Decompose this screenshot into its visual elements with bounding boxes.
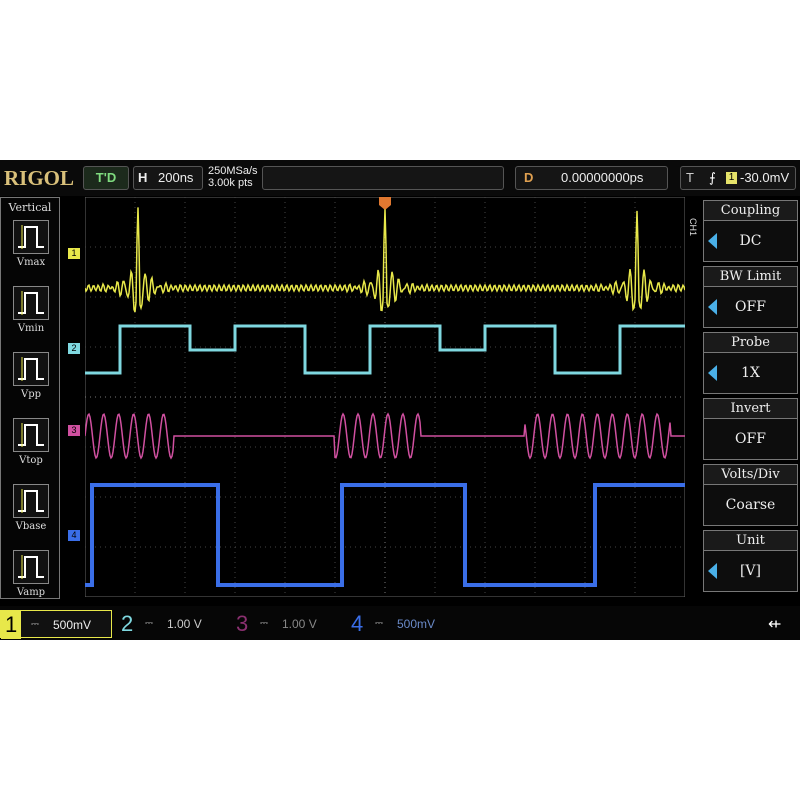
pulse-icon: [18, 291, 44, 315]
dc-coupling-icon: ⎓: [145, 618, 153, 629]
pulse-icon: [18, 555, 44, 579]
horizontal-key: H: [138, 170, 148, 185]
measure-label: Vmin: [17, 323, 45, 334]
measure-label: Vpp: [20, 389, 42, 400]
menu-item-value: 1X: [741, 365, 760, 381]
channel-status-bar: 1 ⎓ 500mV 2 ⎓ 1.00 V 3 ⎓ 1.00 V 4 ⎓ 500mV ⇷: [0, 606, 800, 640]
measure-vbase-button[interactable]: [13, 484, 49, 518]
menu-item-title: Invert: [704, 399, 797, 419]
menu-item-value: Coarse: [725, 497, 776, 513]
measure-vtop-button[interactable]: [13, 418, 49, 452]
menu-item-value: OFF: [735, 299, 766, 315]
dc-coupling-icon: ⎓: [260, 618, 268, 629]
waveform-grid: [85, 197, 685, 597]
usb-icon: ⇷: [768, 616, 782, 633]
trigger-source: 1: [726, 172, 737, 184]
measure-panel-title: Vertical: [8, 201, 52, 214]
dc-coupling-icon: ⎓: [31, 619, 39, 630]
ch4-number: 4: [351, 611, 364, 636]
ch3-scale-value: 1.00 V: [282, 617, 317, 631]
menu-arrow-icon: [708, 299, 717, 315]
menu-item-title: BW Limit: [704, 267, 797, 287]
horizontal-timebase[interactable]: H 200ns: [133, 166, 203, 190]
measure-vmin-button[interactable]: [13, 286, 49, 320]
sample-rate: 250MSa/s: [208, 165, 258, 177]
ch4-scale[interactable]: 4 ⎓ 500mV: [345, 610, 455, 638]
pulse-icon: [18, 225, 44, 249]
ch2-marker[interactable]: 2: [68, 343, 80, 354]
ch4-scale-value: 500mV: [397, 617, 436, 631]
measure-label: Vmax: [16, 257, 46, 268]
menu-arrow-icon: [708, 365, 717, 381]
ch1-scale-value: 500mV: [53, 618, 92, 632]
measure-label: Vbase: [15, 521, 47, 532]
trigger-position-marker[interactable]: [379, 197, 391, 210]
ch3-number: 3: [236, 611, 249, 636]
ch1-number: 1: [1, 611, 22, 639]
menu-item-value: OFF: [735, 431, 766, 447]
measure-label: Vtop: [19, 455, 43, 466]
horizontal-delay[interactable]: D 0.00000000ps: [515, 166, 668, 190]
menu-item-value: [V]: [739, 563, 762, 579]
delay-key: D: [524, 170, 534, 185]
measure-vamp-button[interactable]: [13, 550, 49, 584]
ch2-scale[interactable]: 2 ⎓ 1.00 V: [115, 610, 225, 638]
measure-vmax-button[interactable]: [13, 220, 49, 254]
measure-vpp-button[interactable]: [13, 352, 49, 386]
ch2-waveform: [85, 324, 685, 375]
memory-depth: 3.00k pts: [208, 177, 253, 189]
dc-coupling-icon: ⎓: [375, 618, 383, 629]
ch4-marker[interactable]: 4: [68, 530, 80, 541]
run-state-button[interactable]: T'D: [83, 166, 129, 190]
ch4-waveform: [85, 483, 685, 587]
ch3-scale[interactable]: 3 ⎓ 1.00 V: [230, 610, 340, 638]
pulse-icon: [18, 489, 44, 513]
pulse-icon: [18, 357, 44, 381]
menu-item-title: Volts/Div: [704, 465, 797, 485]
trigger-key: T: [686, 170, 694, 185]
ch2-scale-value: 1.00 V: [167, 617, 202, 631]
ch3-waveform: [85, 412, 685, 460]
menu-channel-label: CH1: [688, 218, 698, 237]
rising-edge-icon: ⨍: [709, 170, 716, 185]
ch1-scale[interactable]: 1 ⎓ 500mV: [0, 610, 112, 639]
menu-arrow-icon: [708, 233, 717, 249]
trigger-level: -30.0mV: [740, 170, 790, 185]
ch2-number: 2: [121, 611, 134, 636]
ch1-waveform: [85, 207, 685, 313]
menu-arrow-icon: [708, 563, 717, 579]
ch1-marker[interactable]: 1: [68, 248, 80, 259]
menu-item-title: Coupling: [704, 201, 797, 221]
trigger-info[interactable]: T ⨍ 1-30.0mV: [680, 166, 796, 190]
menu-item-title: Unit: [704, 531, 797, 551]
timebase-value: 200ns: [158, 170, 194, 185]
menu-item-value: DC: [739, 233, 762, 249]
memory-overview-bar[interactable]: [262, 166, 504, 190]
menu-probe[interactable]: Probe 1X: [703, 332, 798, 394]
delay-value: 0.00000000ps: [561, 170, 644, 185]
rigol-logo: RIGOL: [4, 166, 75, 190]
ch3-marker[interactable]: 3: [68, 425, 80, 436]
menu-item-title: Probe: [704, 333, 797, 353]
pulse-icon: [18, 423, 44, 447]
measure-label: Vamp: [16, 587, 46, 598]
menu-unit[interactable]: Unit [V]: [703, 530, 798, 592]
